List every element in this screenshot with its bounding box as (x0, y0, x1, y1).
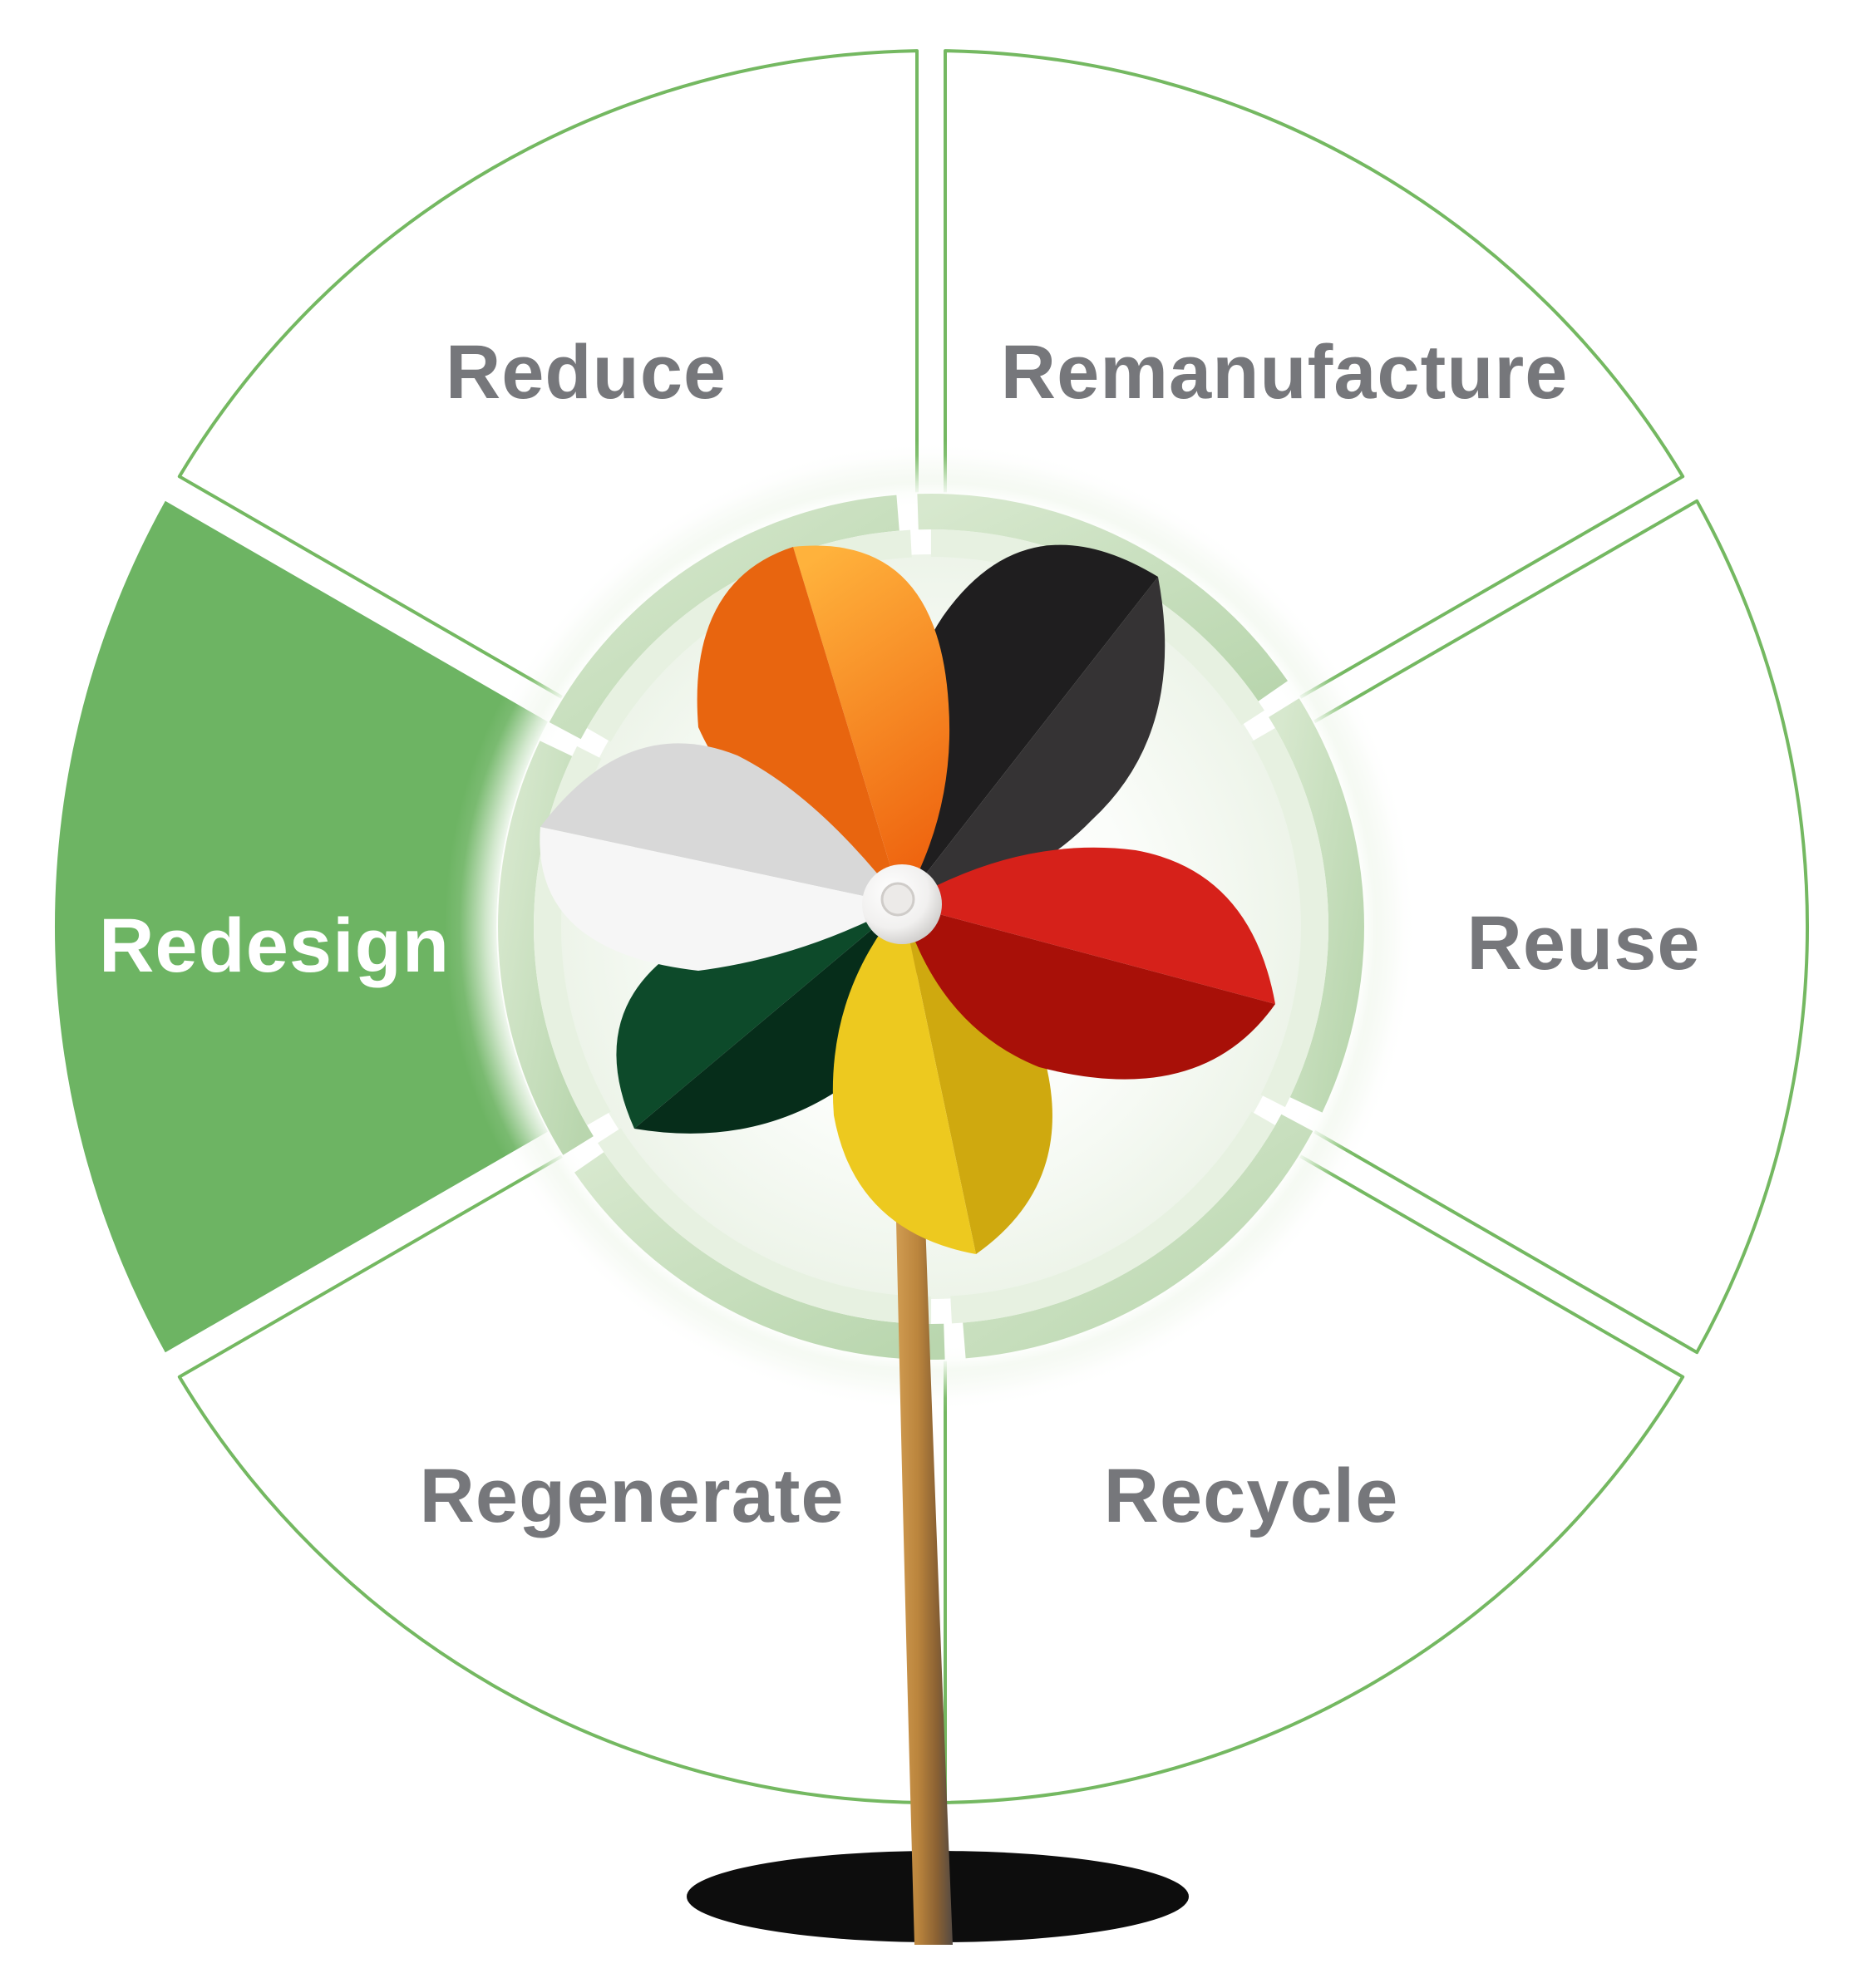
pinwheel-illustration (540, 544, 1275, 1945)
ring-outer-arc-remanufacture (917, 494, 1288, 701)
segment-outline-remanufacture (944, 49, 1685, 699)
pinwheel-blade-yellow-right (902, 904, 1052, 1254)
pinwheel-blade-black-upper (895, 544, 1158, 904)
segment-reuse (1314, 500, 1808, 1353)
segment-label-recycle: Recycle (1104, 1454, 1399, 1538)
pinwheel-blade-red-lower (902, 904, 1275, 1080)
pinwheel-blade-yellow-left (832, 904, 976, 1254)
segment-outline-reduce (177, 49, 919, 699)
ring-inner-arc-regenerate (598, 1128, 932, 1324)
ring-outer-arc-recycle (963, 1114, 1313, 1359)
segment-label-reduce: Reduce (446, 330, 727, 415)
segmented-ring (498, 494, 1364, 1360)
segment-outline-reuse (1313, 499, 1810, 1355)
ring-outer-arc-reduce (549, 495, 899, 740)
segment-label-remanufacture: Remanufacture (1001, 330, 1569, 415)
ring-inner-arc-recycle (950, 1111, 1275, 1324)
ring-outer-arc-redesign (498, 741, 594, 1155)
pinwheel-blade-red-upper (902, 847, 1275, 1004)
segment-redesign (54, 500, 548, 1353)
pinwheel-blade-white-lower (540, 827, 902, 971)
pinwheel-blade-orange-main (793, 545, 950, 904)
pinwheel-pin-cap (880, 882, 915, 917)
segment-label-regenerate: Regenerate (419, 1454, 844, 1538)
pinwheel-blade-white-upper (540, 743, 902, 904)
ring-outer-arc-reuse (1269, 698, 1364, 1113)
segment-label-reuse: Reuse (1466, 901, 1700, 986)
segment-label-redesign: Redesign (99, 903, 450, 988)
segment-outline-regenerate (177, 1154, 919, 1804)
ring-inner-arc-reuse (1251, 727, 1328, 1108)
pinwheel-blade-black-lower (902, 577, 1166, 904)
segment-outline-recycle (944, 1154, 1685, 1804)
ring-outer-arc-regenerate (574, 1152, 945, 1360)
pinwheel-blade-orange-curl (697, 547, 902, 904)
